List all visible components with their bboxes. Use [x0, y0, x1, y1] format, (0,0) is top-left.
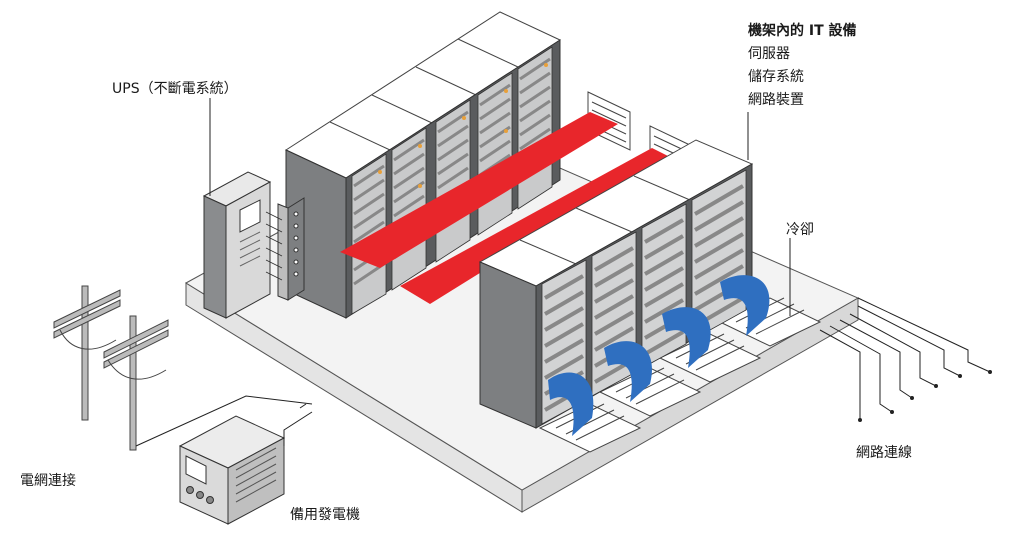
front-rack-row — [478, 139, 754, 429]
it-equipment-title: 機架內的 IT 設備 — [748, 23, 857, 39]
cooling-label: 冷卻 — [786, 222, 814, 238]
it-item-servers: 伺服器 — [748, 46, 790, 62]
it-item-storage: 儲存系統 — [748, 69, 804, 85]
hot-aisle — [340, 112, 668, 304]
ups-label: UPS（不斷電系統） — [112, 81, 238, 97]
power-wiring — [135, 395, 313, 447]
backup-generator-label: 備用發電機 — [290, 507, 360, 523]
cold-air-flows — [548, 275, 770, 436]
callout-lines — [209, 98, 791, 316]
network-cables — [819, 297, 991, 420]
utility-pole-2 — [103, 315, 169, 451]
power-distribution-panel — [265, 197, 305, 301]
back-rack-row — [284, 11, 562, 319]
network-connection-label: 網路連線 — [856, 445, 912, 461]
it-item-network-devices: 網路裝置 — [748, 92, 804, 108]
floor-vents — [538, 297, 822, 453]
grid-connection-label: 電網連接 — [20, 473, 76, 489]
cable-ends — [858, 370, 992, 422]
ups-unit — [202, 171, 272, 319]
utility-pole-1 — [53, 285, 121, 421]
backup-generator — [178, 415, 286, 525]
